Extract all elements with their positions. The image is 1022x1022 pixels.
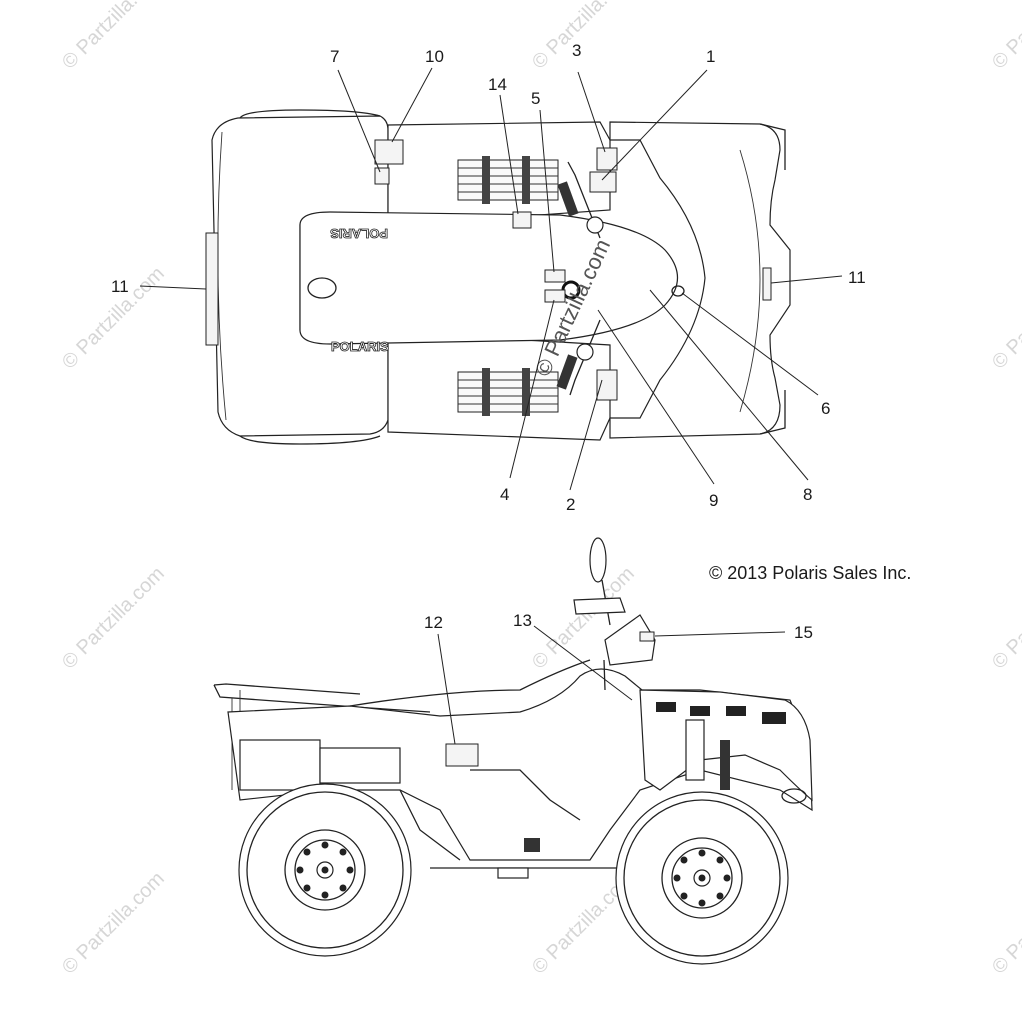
callout-4: 4 [500,485,509,504]
decal-10 [374,139,404,165]
watermark: © Partzilla.com [58,0,169,74]
callout-8: 8 [803,485,812,504]
copyright-text: © 2013 Polaris Sales Inc. [709,563,911,583]
watermark: © Partzilla.com [58,563,169,674]
rear-wheel [238,783,412,957]
decal-3 [596,147,618,171]
callout-13: 13 [513,611,532,630]
watermark: © Partzilla.com [58,868,169,979]
callout-7: 7 [330,47,339,66]
decal-12 [445,743,479,767]
callout-3: 3 [572,41,581,60]
polaris-mark-top: POLARIS [330,226,388,241]
atv-top-view: POLARIS POLARIS [205,109,791,445]
watermark: © Partzilla.com [988,0,1022,74]
callout-10: 10 [425,47,444,66]
callout-11-front: 11 [848,268,866,287]
callout-12: 12 [424,613,443,632]
callout-11-rear: 11 [111,277,129,296]
decal-15 [639,631,655,642]
callout-14: 14 [488,75,507,94]
decal-11-front [762,267,772,301]
footwell-tread-top [457,156,559,204]
side-view-callouts: 12 13 15 [424,611,813,745]
callout-15: 15 [794,623,813,642]
callout-9: 9 [709,491,718,510]
decal-14 [512,211,532,229]
top-view-callouts: 1 2 3 4 5 6 7 8 9 10 11 11 14 [111,41,866,514]
callout-1: 1 [706,47,715,66]
decal-1 [589,171,617,193]
watermark: © Partzilla.com [988,563,1022,674]
watermark: © Partzilla.com [988,868,1022,979]
footwell-tread-bottom [457,368,559,416]
atv-side-view [213,537,813,965]
watermark: © Partzilla.com [988,263,1022,374]
watermark: © Partzilla.com [528,0,639,74]
decal-2 [596,369,618,401]
callout-5: 5 [531,89,540,108]
decal-5 [544,269,566,283]
decal-4 [544,289,566,303]
front-wheel [615,791,789,965]
polaris-mark-bottom: POLARIS [331,339,389,354]
callout-6: 6 [821,399,830,418]
decal-7 [374,167,390,185]
callout-2: 2 [566,495,575,514]
